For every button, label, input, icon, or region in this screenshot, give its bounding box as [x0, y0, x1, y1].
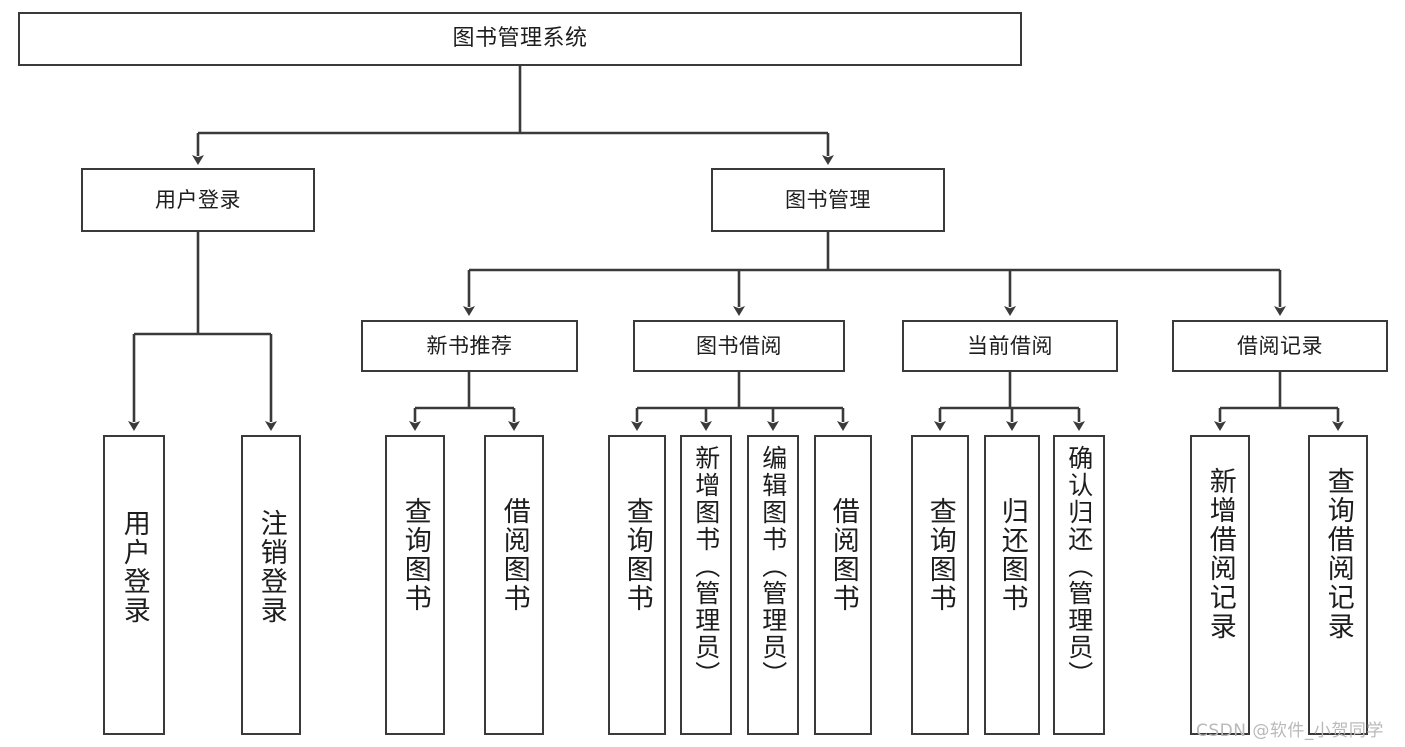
node-current-borrow[interactable]: 当前借阅 [902, 320, 1118, 372]
leaf-confirm-return[interactable]: 确认归还（管理员） [1053, 435, 1105, 735]
leaf-add-record-label: 新增借阅记录 [1204, 467, 1236, 641]
leaf-query-book-3[interactable]: 查询图书 [911, 435, 969, 735]
leaf-borrow-book-2[interactable]: 借阅图书 [814, 435, 872, 735]
leaf-confirm-return-label: 确认归还（管理员） [1064, 445, 1094, 688]
leaf-query-book-2[interactable]: 查询图书 [608, 435, 666, 735]
leaf-add-book[interactable]: 新增图书（管理员） [680, 435, 732, 735]
leaf-user-login-label: 用户登录 [118, 509, 150, 625]
leaf-query-book-3-label: 查询图书 [924, 497, 956, 613]
leaf-query-book-2-label: 查询图书 [621, 497, 653, 613]
leaf-return-book[interactable]: 归还图书 [984, 435, 1040, 735]
leaf-user-logout-label: 注销登录 [255, 509, 287, 625]
leaf-user-logout[interactable]: 注销登录 [241, 435, 301, 735]
leaf-query-record[interactable]: 查询借阅记录 [1308, 435, 1368, 735]
leaf-edit-book[interactable]: 编辑图书（管理员） [747, 435, 799, 735]
leaf-query-book-1-label: 查询图书 [399, 497, 431, 613]
leaf-borrow-book-1-label: 借阅图书 [498, 497, 530, 613]
leaf-add-record[interactable]: 新增借阅记录 [1190, 435, 1250, 735]
leaf-borrow-book-1[interactable]: 借阅图书 [484, 435, 544, 735]
node-user-login[interactable]: 用户登录 [81, 168, 315, 232]
node-new-book-rec[interactable]: 新书推荐 [361, 320, 578, 372]
node-borrow-record-label: 借阅记录 [1237, 333, 1323, 358]
node-new-book-rec-label: 新书推荐 [426, 333, 513, 358]
node-root[interactable]: 图书管理系统 [18, 12, 1022, 66]
node-book-manage[interactable]: 图书管理 [711, 168, 945, 232]
node-borrow-record[interactable]: 借阅记录 [1172, 320, 1388, 372]
node-book-borrow[interactable]: 图书借阅 [633, 320, 845, 372]
leaf-add-book-label: 新增图书（管理员） [691, 445, 721, 688]
csdn-watermark: CSDN @软件_小贺同学 [1196, 721, 1384, 741]
node-root-label: 图书管理系统 [452, 26, 588, 52]
leaf-edit-book-label: 编辑图书（管理员） [758, 445, 788, 688]
leaf-borrow-book-2-label: 借阅图书 [827, 497, 859, 613]
node-book-manage-label: 图书管理 [785, 187, 871, 212]
leaf-query-record-label: 查询借阅记录 [1322, 467, 1354, 641]
node-user-login-label: 用户登录 [155, 187, 241, 212]
node-book-borrow-label: 图书借阅 [696, 333, 782, 358]
node-current-borrow-label: 当前借阅 [967, 333, 1053, 358]
leaf-query-book-1[interactable]: 查询图书 [385, 435, 445, 735]
leaf-user-login[interactable]: 用户登录 [103, 435, 165, 735]
leaf-return-book-label: 归还图书 [996, 497, 1028, 613]
